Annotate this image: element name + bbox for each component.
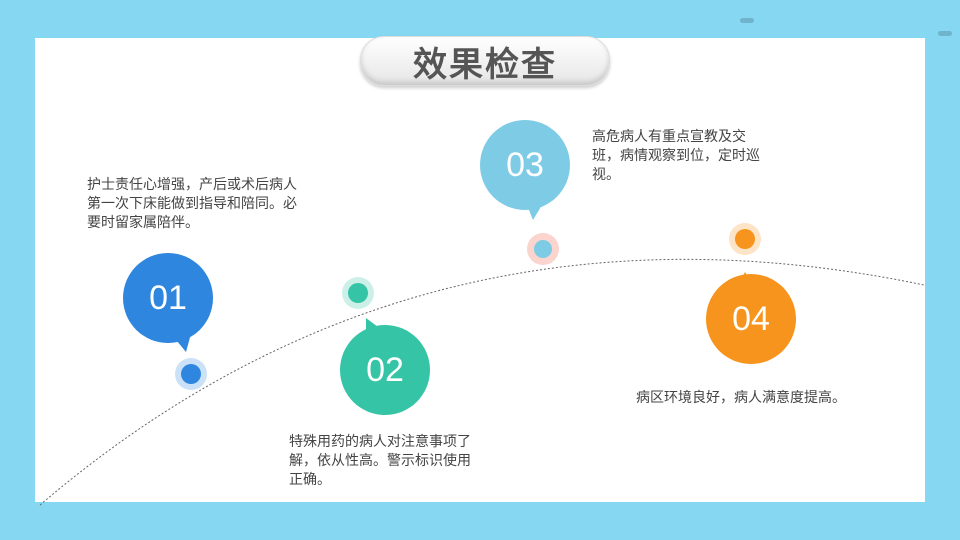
step-description-03: 高危病人有重点宣教及交班，病情观察到位，定时巡视。 [592, 129, 760, 183]
step-bubble-01: 01 [123, 253, 213, 343]
step-description-01: 护士责任心增强，产后或术后病人第一次下床能做到指导和陪同。必要时留家属陪伴。 [87, 177, 297, 231]
decoration [740, 18, 754, 23]
step-bubble-03: 03 [480, 120, 570, 210]
step-bubble-04: 04 [706, 274, 796, 364]
page-title: 效果检查 [360, 36, 610, 86]
step-description-04: 病区环境良好，病人满意度提高。 [636, 390, 846, 406]
decoration [938, 31, 952, 36]
step-description-02: 特殊用药的病人对注意事项了解，依从性高。警示标识使用正确。 [289, 434, 471, 488]
step-bubble-02: 02 [340, 325, 430, 415]
